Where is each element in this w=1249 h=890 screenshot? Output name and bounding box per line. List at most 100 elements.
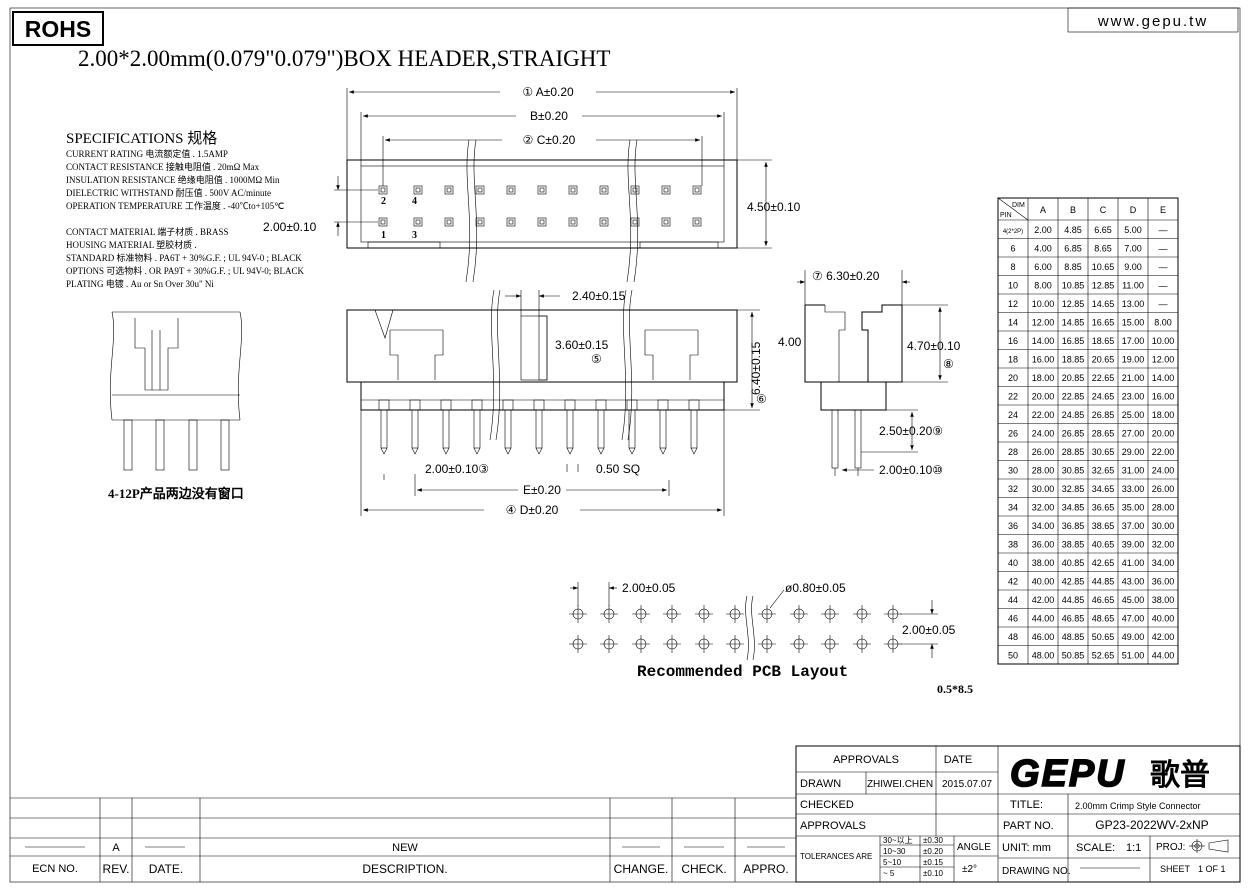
pin-square [444, 185, 454, 195]
table-cell: 44.00 [1032, 614, 1055, 624]
table-cell: — [1159, 225, 1168, 235]
table-cell: 34.65 [1092, 484, 1115, 494]
sheet-border [9, 7, 1241, 883]
table-cell: 32.00 [1032, 503, 1055, 513]
tolerance-range: 10~30 [883, 847, 906, 856]
projection-symbol-icon [1189, 839, 1229, 853]
pin-square [661, 217, 671, 227]
pin-tail [659, 409, 667, 449]
table-cell: 7.00 [1124, 244, 1142, 254]
table-cell: 50 [1008, 651, 1018, 661]
table-cell: 48.00 [1032, 651, 1055, 661]
table-cell: 12.00 [1032, 318, 1055, 328]
dim-b: B±0.20 [530, 109, 568, 123]
title-value: 2.00mm Crimp Style Connector [1075, 801, 1201, 811]
table-cell: — [1159, 281, 1168, 291]
pin-tip [659, 447, 667, 455]
pin-tip [442, 447, 450, 455]
table-cell: 16 [1008, 336, 1018, 346]
pin-square-inner [601, 219, 607, 225]
spec-line: CONTACT MATERIAL 端子材质 . BRASS [66, 226, 229, 237]
pin-square-inner [632, 219, 638, 225]
pin-shoulder [657, 399, 669, 410]
change-label: CHANGE. [614, 862, 669, 876]
table-cell: 38.00 [1032, 558, 1055, 568]
pin-2-label: 2 [381, 196, 386, 207]
table-cell: 48 [1008, 632, 1018, 642]
website-label: www.gepu.tw [1097, 13, 1208, 30]
pin-tip [628, 447, 636, 455]
table-cell: 22.00 [1032, 410, 1055, 420]
pin-square [378, 217, 388, 227]
table-cell: 4.85 [1064, 225, 1082, 235]
spec-line: CURRENT RATING 电流额定值 . 1.5AMP [66, 148, 228, 159]
table-corner-dim: DIM [1012, 202, 1025, 209]
pin-square [506, 217, 516, 227]
table-cell: 46.00 [1032, 632, 1055, 642]
table-cell: 22.65 [1092, 373, 1115, 383]
part-no-label: PART NO. [1003, 820, 1054, 832]
dim-d: ④ D±0.20 [506, 503, 559, 517]
drawing-title: 2.00*2.00mm(0.079"0.079")BOX HEADER,STRA… [78, 46, 610, 71]
table-col-header: A [1040, 205, 1046, 215]
tolerance-range: 5~10 [883, 858, 902, 867]
table-cell: 52.65 [1092, 651, 1115, 661]
pin-square-inner [663, 219, 669, 225]
date-label: DATE. [149, 862, 183, 876]
pin-tail [380, 409, 388, 449]
table-corner-diagonal [997, 197, 1029, 221]
pin-square-inner [446, 219, 452, 225]
drawn-date: 2015.07.07 [942, 779, 992, 790]
pin-shoulder [378, 399, 390, 410]
table-cell: 28.00 [1032, 466, 1055, 476]
company-logo-cn: 歌普 [1150, 758, 1210, 792]
top-view: ① A±0.20 B±0.20 ② C±0.20 2 4 1 3 4.50±0.… [263, 84, 801, 283]
side-view: ⑦ 6.30±0.20 4.00 4.70±0.10 ⑧ 2.50±0.20⑨ … [778, 269, 961, 477]
table-cell: 11.00 [1122, 281, 1144, 291]
tolerance-range: 30~以上 [883, 836, 913, 845]
table-cell: — [1159, 244, 1168, 254]
rev-label: REV. [103, 862, 130, 876]
wire-note: 0.5*8.5 [937, 682, 973, 696]
table-cell: 36.00 [1032, 540, 1055, 550]
table-cell: 28.85 [1062, 447, 1085, 457]
pin-square [568, 217, 578, 227]
table-cell: 24.00 [1152, 466, 1175, 476]
table-cell: 34.00 [1032, 521, 1055, 531]
rohs-label: ROHS [25, 16, 91, 42]
ecn-label: ECN NO. [32, 863, 78, 875]
table-cell: 36 [1008, 521, 1018, 531]
pin-shoulder [595, 399, 607, 410]
revision-block: A NEW ECN NO. REV. DATE. DESCRIPTION. CH… [10, 797, 796, 882]
dim-pitch-2-00: 2.00±0.10 [263, 220, 317, 234]
drawing-no-label: DRAWING NO. [1002, 866, 1071, 877]
detail-pin [123, 419, 133, 471]
table-cell: 27.00 [1122, 429, 1145, 439]
pin-square [692, 217, 702, 227]
table-cell: 8.00 [1154, 318, 1172, 328]
pin-tail [442, 409, 450, 449]
pin-square-inner [570, 187, 576, 193]
table-cell: 20.00 [1152, 429, 1175, 439]
sheet-label: SHEET [1160, 864, 1191, 874]
tolerances-label: TOLERANCES ARE [800, 852, 872, 861]
pcb-hole-dim: ø0.80±0.05 [785, 581, 846, 595]
checked-label: CHECKED [800, 799, 854, 811]
table-cell: 32.00 [1152, 540, 1175, 550]
table-cell: 32.85 [1062, 484, 1085, 494]
title-label: TITLE: [1010, 799, 1043, 811]
table-cell: 18.00 [1152, 410, 1175, 420]
table-cell: 34 [1008, 503, 1018, 513]
table-cell: 24.00 [1032, 429, 1055, 439]
table-cell: 22 [1008, 392, 1018, 402]
table-cell: 6 [1010, 244, 1015, 254]
table-cell: 20 [1008, 373, 1018, 383]
table-cell: 12.85 [1092, 281, 1115, 291]
table-cell: 42.85 [1062, 577, 1085, 587]
pin-square [568, 185, 578, 195]
approvals-header: APPROVALS [833, 754, 899, 766]
pin-square [413, 217, 423, 227]
table-cell: 30.65 [1092, 447, 1115, 457]
pin-tip [597, 447, 605, 455]
